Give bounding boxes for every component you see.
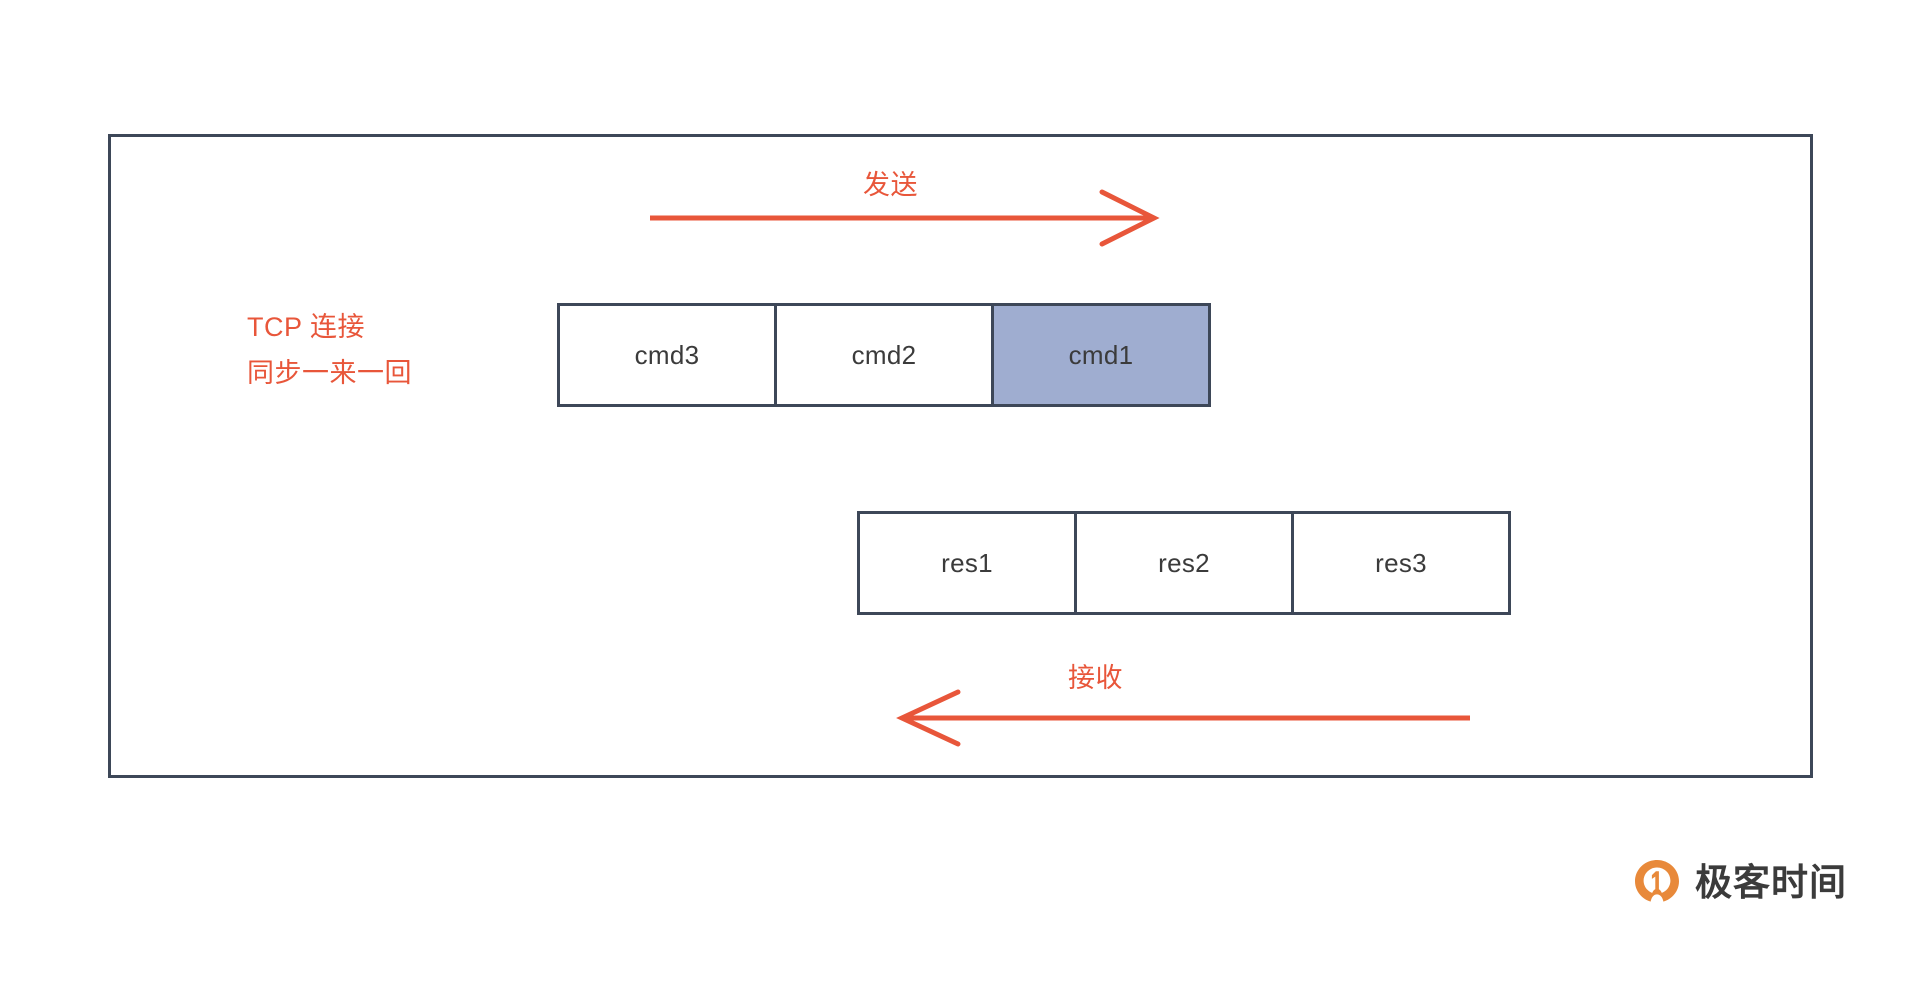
tcp-connection-frame: TCP 连接 同步一来一回 (108, 134, 1813, 778)
geekbang-logo-icon (1635, 860, 1679, 902)
brand: 极客时间 (1633, 858, 1847, 906)
response-cell-res3[interactable]: res3 (1291, 511, 1511, 615)
send-arrow-icon (650, 189, 1160, 247)
response-queue-row: res1 res2 res3 (857, 511, 1511, 615)
send-arrow-label: 发送 (863, 170, 918, 200)
response-cell-res1[interactable]: res1 (857, 511, 1077, 615)
tcp-connection-note-line2: 同步一来一回 (247, 358, 412, 388)
command-queue-row: cmd3 cmd2 cmd1 (557, 303, 1211, 407)
response-cell-res2[interactable]: res2 (1074, 511, 1294, 615)
brand-name: 极客时间 (1695, 861, 1847, 903)
command-cell-cmd1[interactable]: cmd1 (991, 303, 1211, 407)
command-cell-cmd3[interactable]: cmd3 (557, 303, 777, 407)
tcp-connection-note-line1: TCP 连接 (247, 312, 366, 342)
command-cell-cmd2[interactable]: cmd2 (774, 303, 994, 407)
receive-arrow-icon (896, 689, 1470, 747)
receive-arrow-label: 接收 (1068, 663, 1123, 693)
